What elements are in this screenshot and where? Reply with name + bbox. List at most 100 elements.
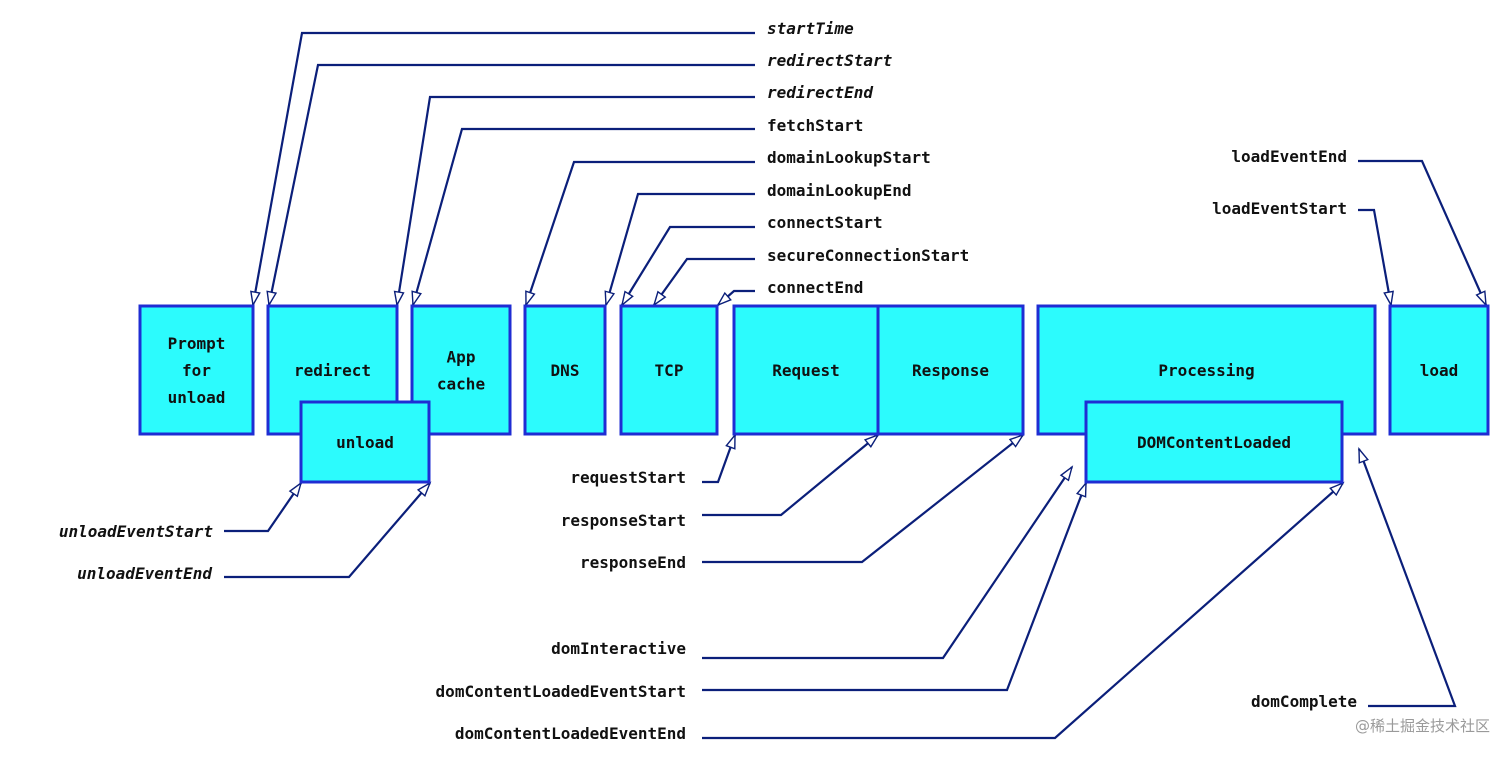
phase-box-response: Response [876, 304, 1025, 436]
label-connect-end: connectEnd [767, 278, 863, 297]
connector-line-domain-lookup-end [604, 192, 755, 306]
phase-box-rect-request [732, 304, 880, 436]
phase-box-rect-load [1388, 304, 1490, 436]
connector-domain-lookup-start [524, 160, 755, 308]
label-response-start: responseStart [561, 511, 686, 530]
phase-box-rect-tcp [619, 304, 719, 436]
connector-dom-content-loaded-event-end [702, 481, 1345, 740]
arrowhead-redirect-start [266, 290, 278, 308]
phase-box-label-app-cache: cache [437, 375, 485, 394]
connector-line-request-start [702, 434, 737, 484]
phase-box-label-prompt-for-unload: unload [168, 388, 226, 407]
phase-box-label-unload: unload [336, 433, 394, 452]
connector-line-unload-event-end [224, 482, 431, 579]
label-redirect-end: redirectEnd [767, 83, 873, 102]
arrowhead-redirect-end [393, 290, 405, 308]
connector-response-end [702, 433, 1025, 564]
arrowhead-dom-complete [1358, 446, 1369, 464]
phase-box-label-tcp: TCP [655, 361, 684, 380]
arrowhead-connect-start [620, 290, 634, 307]
connector-line-redirect-end [395, 95, 755, 306]
arrowhead-dom-content-loaded-event-end [1329, 481, 1345, 497]
label-domain-lookup-start: domainLookupStart [767, 148, 931, 167]
connector-response-start [702, 433, 880, 517]
arrowhead-response-end [1008, 433, 1025, 448]
connector-lines [224, 31, 1488, 740]
connector-unload-event-start [224, 481, 303, 533]
phase-box-label-redirect: redirect [294, 361, 371, 380]
connector-connect-start [620, 225, 755, 307]
arrowhead-unload-event-end [416, 481, 432, 497]
connector-line-start-time [251, 31, 755, 306]
connector-line-fetch-start [411, 127, 755, 306]
phase-box-rect-response [876, 304, 1025, 436]
phase-box-label-app-cache: App [447, 348, 476, 367]
arrowhead-request-start [725, 432, 736, 450]
connector-unload-event-end [224, 481, 432, 579]
connector-line-response-start [702, 434, 879, 517]
arrowhead-dom-content-loaded-event-start [1075, 481, 1087, 498]
phase-box-rect-dom-content-loaded [1084, 400, 1344, 484]
connector-start-time [250, 31, 755, 308]
timing-labels: startTime redirectStart redirectEnd fetchSt… [59, 19, 1357, 743]
label-dom-interactive: domInteractive [551, 639, 686, 658]
label-fetch-start: fetchStart [767, 116, 863, 135]
label-start-time: startTime [767, 19, 854, 38]
arrowhead-secure-connection-start [652, 290, 667, 307]
phase-box-load: load [1388, 304, 1490, 436]
connector-dom-interactive [702, 465, 1074, 660]
connector-line-load-event-end [1358, 159, 1488, 306]
phase-box-label-dns: DNS [551, 361, 580, 380]
label-dom-content-loaded-event-start: domContentLoadedEventStart [436, 682, 686, 701]
connector-line-dom-complete [1357, 448, 1457, 708]
arrowhead-dom-interactive [1059, 465, 1074, 482]
label-secure-connection-start: secureConnectionStart [767, 246, 969, 265]
phase-box-label-prompt-for-unload: Prompt [168, 334, 226, 353]
connector-line-connect-start [621, 225, 755, 306]
arrowhead-domain-lookup-start [525, 290, 536, 308]
watermark-text: @稀土掘金技术社区 [1355, 717, 1490, 735]
arrowhead-load-event-end [1475, 290, 1487, 307]
label-dom-content-loaded-event-end: domContentLoadedEventEnd [455, 724, 686, 743]
phase-box-rect-prompt-for-unload [138, 304, 255, 436]
label-connect-start: connectStart [767, 213, 883, 232]
label-redirect-start: redirectStart [767, 51, 893, 70]
arrowhead-fetch-start [411, 290, 422, 308]
phase-box-label-processing: Processing [1158, 361, 1254, 380]
connector-load-event-end [1358, 159, 1488, 307]
phase-box-tcp: TCP [619, 304, 719, 436]
arrowhead-unload-event-start [288, 481, 303, 498]
phase-box-rect-dns [523, 304, 607, 436]
arrowhead-response-start [863, 433, 880, 448]
connector-secure-connection-start [652, 257, 755, 307]
connector-line-domain-lookup-start [524, 160, 755, 306]
label-response-end: responseEnd [580, 553, 686, 572]
connector-dom-complete [1357, 446, 1457, 708]
phase-box-label-request: Request [772, 361, 839, 380]
connector-dom-content-loaded-event-start [702, 481, 1088, 692]
connector-line-load-event-start [1358, 208, 1393, 306]
phase-box-request: Request [732, 304, 880, 436]
connector-line-dom-interactive [702, 466, 1073, 660]
connector-redirect-start [266, 63, 755, 308]
connector-domain-lookup-end [604, 192, 755, 308]
connector-line-response-end [702, 434, 1024, 564]
label-dom-complete: domComplete [1251, 692, 1357, 711]
connector-connect-end [716, 289, 755, 307]
label-load-event-end: loadEventEnd [1231, 147, 1347, 166]
phase-box-dom-content-loaded: DOMContentLoaded [1084, 400, 1344, 484]
connector-load-event-start [1358, 208, 1394, 308]
connector-line-dom-content-loaded-event-start [702, 482, 1088, 692]
connector-line-redirect-start [267, 63, 755, 306]
label-load-event-start: loadEventStart [1212, 199, 1347, 218]
label-unload-event-end: unloadEventEnd [77, 564, 212, 583]
arrowhead-load-event-start [1383, 290, 1394, 308]
connector-fetch-start [411, 127, 755, 308]
phase-box-label-response: Response [912, 361, 989, 380]
phase-box-label-dom-content-loaded: DOMContentLoaded [1137, 433, 1291, 452]
connector-redirect-end [393, 95, 755, 308]
connector-line-secure-connection-start [653, 257, 755, 306]
label-unload-event-start: unloadEventStart [59, 522, 213, 541]
